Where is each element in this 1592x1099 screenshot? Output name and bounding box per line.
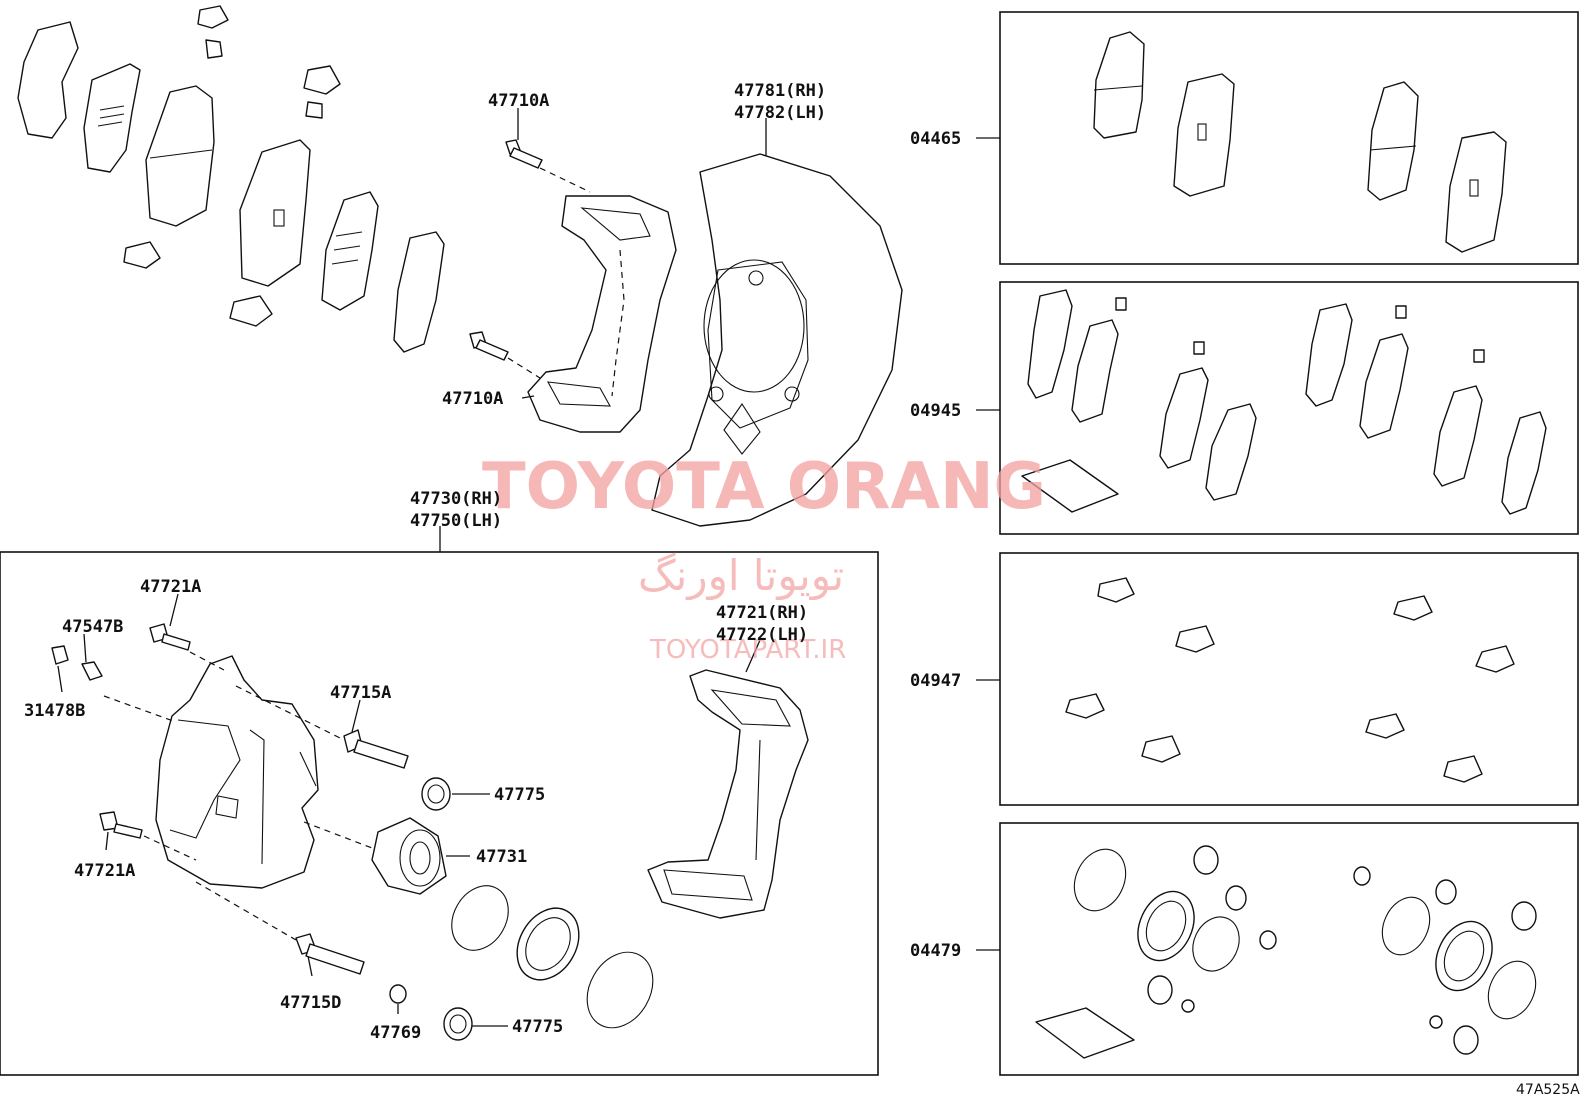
pad-shim-group xyxy=(17,5,445,353)
label-kit-04479: 04479 xyxy=(910,941,961,961)
bolt-47721a-bottom xyxy=(99,811,143,839)
label-47750-lh: 47750(LH) xyxy=(410,511,502,531)
label-47721a-top: 47721A xyxy=(140,577,201,597)
label-47781-rh: 47781(RH) xyxy=(734,81,826,101)
slide-pin-47715d xyxy=(295,933,365,975)
label-kit-04947: 04947 xyxy=(910,671,961,691)
kit-04947-clips xyxy=(1065,577,1515,783)
label-47730-rh: 47730(RH) xyxy=(410,489,502,509)
boot-47775-bottom xyxy=(443,1007,473,1041)
label-47731: 47731 xyxy=(476,847,527,867)
label-47782-lh: 47782(LH) xyxy=(734,103,826,123)
caliper-assembly-box xyxy=(0,551,879,1076)
kit-04479-seals xyxy=(1035,845,1537,1059)
label-kit-04465: 04465 xyxy=(910,129,961,149)
label-47722-lh: 47722(LH) xyxy=(716,625,808,645)
watermark-brand: TOYOTA ORANG xyxy=(482,450,1046,524)
label-47710a-bottom: 47710A xyxy=(442,389,503,409)
watermark-site: TOYOTAPART.IR xyxy=(649,635,846,665)
seal-rings xyxy=(451,885,654,1029)
label-47715d: 47715D xyxy=(280,993,341,1013)
bleeder-cap-31478b xyxy=(51,645,69,665)
bushing-47769 xyxy=(389,984,407,1004)
bleeder-plug-47547b xyxy=(81,661,103,681)
label-47721-rh: 47721(RH) xyxy=(716,603,808,623)
caliper-mounting-bracket xyxy=(527,195,677,433)
watermark-persian: تویوتا اورنگ xyxy=(638,551,844,600)
label-47769: 47769 xyxy=(370,1023,421,1043)
label-47775-top: 47775 xyxy=(494,785,545,805)
label-47547b: 47547B xyxy=(62,617,123,637)
bolt-47710a-bottom xyxy=(469,331,509,361)
piston-47731 xyxy=(371,817,447,895)
kit-box-04945 xyxy=(999,281,1579,535)
slide-pin-47715a xyxy=(343,729,409,769)
boot-47775-top xyxy=(421,777,451,811)
label-31478b: 31478B xyxy=(24,701,85,721)
kit-04465-pads xyxy=(1093,31,1507,253)
diagram-code: 47A525A xyxy=(1516,1082,1580,1098)
bolt-47721a-top xyxy=(149,623,191,651)
leader-lines xyxy=(57,108,1000,1027)
label-47715a: 47715A xyxy=(330,683,391,703)
label-47721a-bottom: 47721A xyxy=(74,861,135,881)
caliper-torque-plate xyxy=(647,669,809,919)
label-47710a-top: 47710A xyxy=(488,91,549,111)
bolt-47710a-top xyxy=(505,139,543,169)
label-kit-04945: 04945 xyxy=(910,401,961,421)
grease-packet xyxy=(1021,459,1119,513)
kit-box-04479 xyxy=(999,822,1579,1076)
disc-brake-dust-cover xyxy=(651,153,903,527)
kit-box-04947 xyxy=(999,552,1579,806)
label-47775-bottom: 47775 xyxy=(512,1017,563,1037)
kit-04945-shims xyxy=(1021,289,1547,515)
caliper-cylinder-body xyxy=(155,655,319,889)
